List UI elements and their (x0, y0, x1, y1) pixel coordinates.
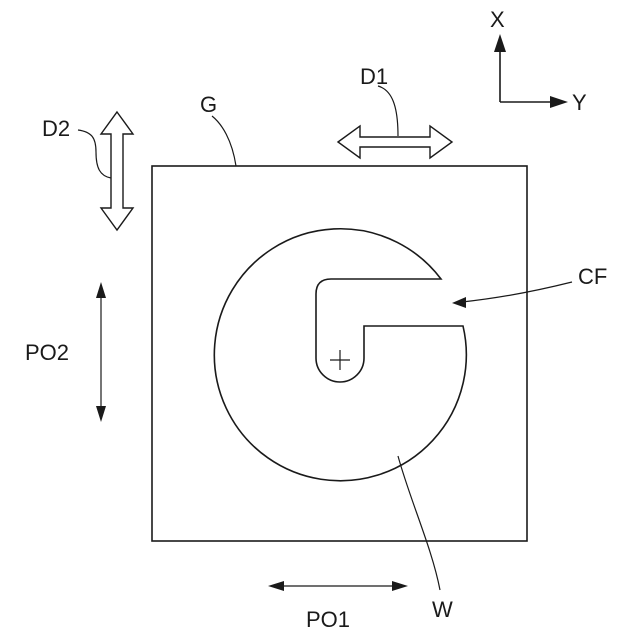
x-axis-label: X (490, 7, 505, 32)
po2-label: PO2 (25, 340, 69, 365)
cut-feature-cf: CF (452, 264, 607, 308)
g-label: G (200, 92, 217, 117)
po2-arrowhead-top (96, 282, 106, 298)
po1-double-arrow: PO1 (268, 581, 408, 632)
d2-arrow-shape (101, 112, 133, 230)
x-axis-arrowhead (494, 34, 506, 52)
w-leader-line (398, 456, 440, 590)
axis-indicator: X Y (490, 7, 587, 115)
po1-arrowhead-right (392, 581, 408, 591)
g-leader-line (212, 116, 236, 166)
y-axis-label: Y (572, 90, 587, 115)
cf-leader-line (462, 282, 572, 302)
cf-leader-arrowhead (452, 297, 466, 308)
d2-leader-line (78, 130, 111, 178)
po2-arrowhead-bottom (96, 406, 106, 422)
y-axis-arrowhead (550, 96, 568, 108)
d2-double-arrow: D2 (42, 112, 133, 230)
d2-label: D2 (42, 116, 70, 141)
cf-label: CF (578, 264, 607, 289)
d1-leader-line (378, 86, 398, 136)
po2-double-arrow: PO2 (25, 282, 106, 422)
d1-label: D1 (360, 64, 388, 89)
po1-label: PO1 (306, 607, 350, 632)
workpiece-w: W (214, 229, 466, 622)
d1-arrow-shape (338, 126, 452, 158)
po1-arrowhead-left (268, 581, 284, 591)
d1-double-arrow: D1 (338, 64, 452, 158)
glass-plate-g: G (152, 92, 527, 541)
w-label: W (432, 597, 453, 622)
